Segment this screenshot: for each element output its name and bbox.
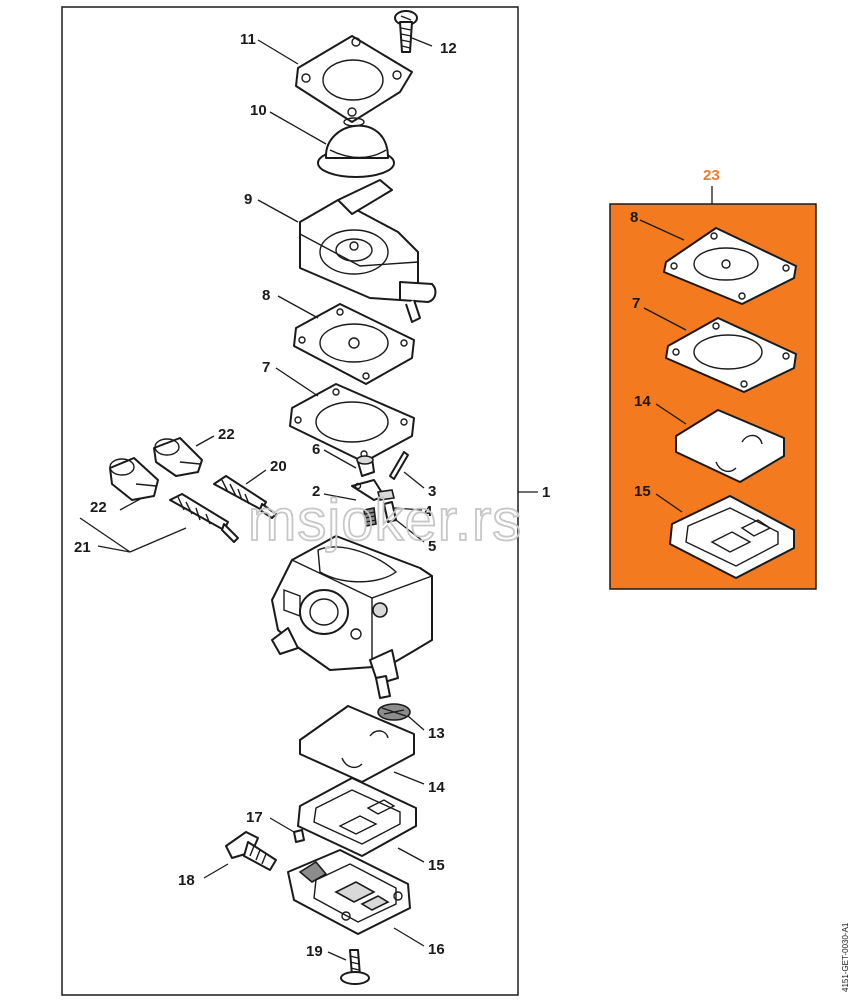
part-2-4-5-valve-parts: [351, 479, 397, 527]
part-15-gasket: [297, 777, 417, 857]
callout-8: 8: [262, 287, 270, 304]
callout-20: 20: [270, 458, 287, 475]
part-7-gasket: [289, 383, 415, 463]
kit-23-label: 23: [703, 167, 720, 184]
kit-callout-14: 14: [634, 393, 651, 410]
callout-7: 7: [262, 359, 270, 376]
part-20-adjusting-screw: [213, 475, 277, 519]
callout-5: 5: [428, 538, 436, 555]
callout-12: 12: [440, 40, 457, 57]
callout-6: 6: [312, 441, 320, 458]
callout-21: 21: [74, 539, 91, 556]
part-14-diaphragm: [299, 705, 415, 783]
callout-22-lower: 22: [90, 499, 107, 516]
leader-lines: [79, 37, 538, 961]
part-10-primer-bulb: [317, 117, 395, 178]
part-16-end-cover: [287, 849, 411, 935]
callout-2: 2: [312, 483, 320, 500]
kit-callout-7: 7: [632, 295, 640, 312]
part-22-limiter-cap-lower: [109, 457, 159, 501]
watermark: msjoker.rs: [248, 488, 522, 553]
part-18-plug: [225, 831, 277, 871]
kit-part-15-gasket: [669, 495, 795, 579]
part-19-screw: [340, 949, 370, 985]
kit-callout-15: 15: [634, 483, 651, 500]
callout-18: 18: [178, 872, 195, 889]
callout-9: 9: [244, 191, 252, 208]
callout-10: 10: [250, 102, 267, 119]
part-8-diaphragm: [293, 303, 415, 385]
callout-15: 15: [428, 857, 445, 874]
callout-13: 13: [428, 725, 445, 742]
callout-22-upper: 22: [218, 426, 235, 443]
kit-part-8-diaphragm: [663, 227, 797, 305]
callout-4: 4: [424, 503, 433, 520]
part-6-fitting: [356, 455, 375, 477]
part-21-adjusting-screw: [169, 493, 239, 543]
part-22-limiter-cap-upper: [153, 437, 203, 477]
callout-11: 11: [240, 31, 256, 48]
part-9-cover: [299, 179, 437, 323]
part-11-gasket: [295, 35, 413, 123]
callout-labels: 11 12 10 9 8 7 6 3 2 4 5 1 22 20 22 21 1…: [74, 31, 550, 960]
callout-3: 3: [428, 483, 436, 500]
kit-callout-8: 8: [630, 209, 638, 226]
callout-17: 17: [246, 809, 263, 826]
part-13-filter-screen: [377, 703, 411, 721]
main-frame: [61, 6, 519, 996]
kit-23-box: 23 8 7: [609, 167, 817, 590]
kit-part-14-diaphragm: [675, 409, 785, 483]
kit-part-7-gasket: [665, 317, 797, 393]
part-3-pin: [389, 451, 409, 480]
part-1-carburetor-body: [271, 535, 433, 699]
callout-16: 16: [428, 941, 445, 958]
part-12-screw: [394, 10, 418, 53]
callout-19: 19: [306, 943, 323, 960]
document-id: 4151-GET-0030-A1: [841, 922, 850, 992]
callout-1: 1: [542, 484, 550, 501]
part-17-check-valve: [293, 829, 305, 843]
callout-14: 14: [428, 779, 445, 796]
